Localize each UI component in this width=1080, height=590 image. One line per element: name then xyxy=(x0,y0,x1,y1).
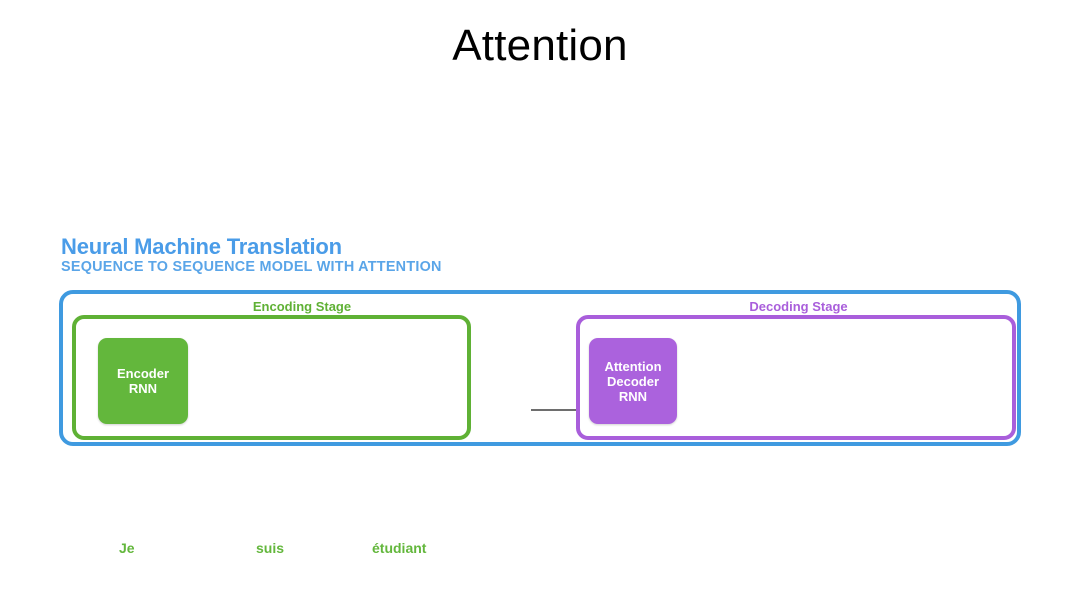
diagram-subheading: SEQUENCE TO SEQUENCE MODEL WITH ATTENTIO… xyxy=(61,259,442,275)
model-frame: Encoding Stage Encoder RNN Decoding Stag… xyxy=(59,290,1021,446)
decoder-rnn-label-line-3: RNN xyxy=(618,388,648,404)
encoding-stage-box: Encoder RNN xyxy=(72,315,471,440)
page-title: Attention xyxy=(452,21,628,70)
source-word: suis xyxy=(256,540,285,556)
decoding-stage-label: Decoding Stage xyxy=(749,299,848,314)
source-word: Je xyxy=(119,540,135,556)
attention-decoder-rnn-block[interactable]: Attention Decoder RNN xyxy=(589,338,677,424)
nmt-diagram: Neural Machine Translation SEQUENCE TO S… xyxy=(59,234,1021,446)
encoder-rnn-label-line-2: RNN xyxy=(128,381,158,396)
encoder-rnn-block[interactable]: Encoder RNN xyxy=(98,338,188,424)
encoding-stage-label: Encoding Stage xyxy=(252,299,352,314)
source-sentence: Je suis étudiant xyxy=(0,538,1080,562)
decoder-rnn-label-line-2: Decoder xyxy=(606,373,660,389)
source-word: étudiant xyxy=(372,540,427,556)
decoding-stage-box: Attention Decoder RNN xyxy=(576,315,1016,440)
decoder-rnn-label-line-1: Attention xyxy=(604,358,662,374)
encoder-rnn-label-line-1: Encoder xyxy=(116,366,169,381)
diagram-heading: Neural Machine Translation xyxy=(61,234,342,259)
